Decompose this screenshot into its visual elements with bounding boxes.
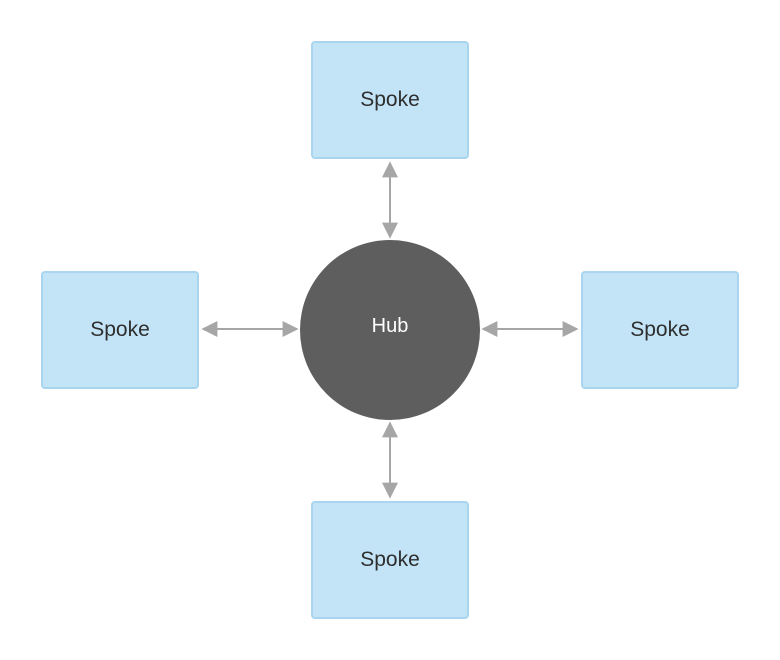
- spoke-node-right[interactable]: Spoke: [581, 271, 739, 389]
- hub-node[interactable]: Hub: [300, 240, 480, 420]
- hub-label: Hub: [371, 314, 409, 337]
- spoke-node-left[interactable]: Spoke: [41, 271, 199, 389]
- spoke-label-top: Spoke: [360, 88, 420, 111]
- spoke-node-top[interactable]: Spoke: [311, 41, 469, 159]
- spoke-label-left: Spoke: [90, 318, 150, 341]
- spoke-label-right: Spoke: [630, 318, 690, 341]
- spoke-label-bottom: Spoke: [360, 548, 420, 571]
- spoke-node-bottom[interactable]: Spoke: [311, 501, 469, 619]
